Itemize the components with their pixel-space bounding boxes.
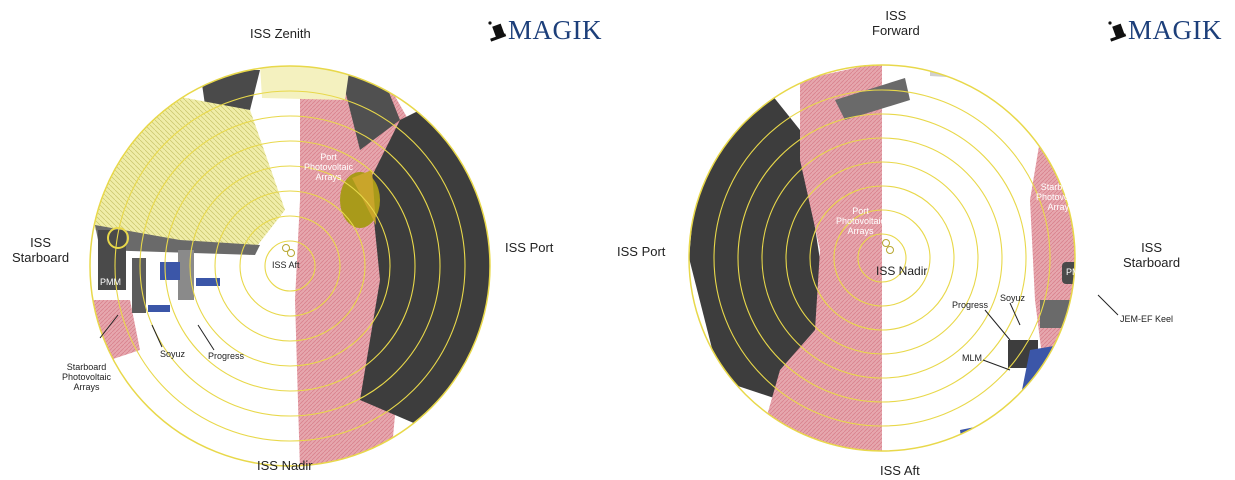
right-bottom-label: ISS Aft <box>880 463 920 478</box>
left-top-label: ISS Zenith <box>250 26 311 41</box>
right-mlm-label: MLM <box>962 353 982 363</box>
right-jem-label: JEM-EF Keel <box>1120 314 1174 324</box>
left-pmm-label: PMM <box>100 277 121 287</box>
port-dark-structure <box>360 100 490 430</box>
right-soyuz-label: Soyuz <box>1000 293 1026 303</box>
right-right-label: ISS Starboard <box>1123 240 1181 270</box>
right-center-label: ISS Nadir <box>876 264 928 278</box>
right-port-arrays-label: Port Photovoltaic Arrays <box>836 206 886 236</box>
right-progress-label: Progress <box>952 300 989 310</box>
right-top-label: ISS Forward <box>872 8 920 38</box>
left-progress-label: Progress <box>208 351 245 361</box>
top-hat-icon <box>1108 21 1127 42</box>
right-left-label: ISS Port <box>617 244 666 259</box>
port-dark-structure <box>689 80 820 400</box>
left-port-arrays-label: Port Photovoltaic Arrays <box>304 152 354 182</box>
right-pmm-label: PMM <box>1066 267 1087 277</box>
left-right-label: ISS Port <box>505 240 554 255</box>
right-magik-logo: MAGIK <box>1106 16 1222 44</box>
right-starboard-arrays-label: Starboard Photovoltaic Arrays <box>1036 182 1086 212</box>
left-starboard-arrays-label: Starboard Photovoltaic Arrays <box>62 362 112 392</box>
left-center-label: ISS Aft <box>272 260 300 270</box>
top-hat-icon <box>488 21 507 42</box>
left-bottom-label: ISS Nadir <box>257 458 313 473</box>
left-left-label: ISS Starboard <box>12 235 70 265</box>
left-magik-logo: MAGIK <box>486 16 602 44</box>
port-blocked-zone <box>760 65 882 451</box>
left-fisheye-view <box>89 65 491 467</box>
left-soyuz-label: Soyuz <box>160 349 186 359</box>
